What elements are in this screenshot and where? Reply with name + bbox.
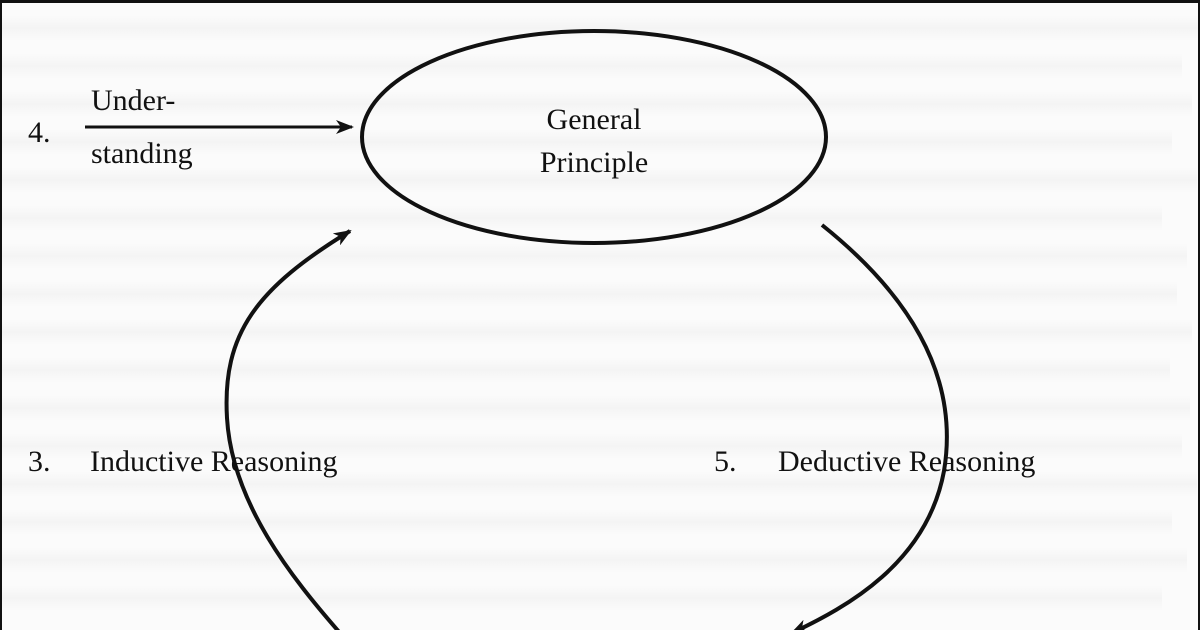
background-line xyxy=(2,205,1162,231)
background-line xyxy=(2,243,1187,269)
background-line xyxy=(2,15,1198,41)
faint-background-text xyxy=(2,3,1198,630)
background-line xyxy=(2,91,1192,117)
general-principle-label-line-1: General xyxy=(547,103,642,136)
background-line xyxy=(2,509,1172,535)
understanding-number: 4. xyxy=(28,116,51,149)
background-line xyxy=(2,167,1197,193)
general-principle-node xyxy=(360,29,828,245)
background-line xyxy=(2,53,1182,79)
background-line xyxy=(2,433,1182,459)
background-line xyxy=(2,319,1192,345)
understanding-label-line-1: Under- xyxy=(91,84,175,117)
deductive-reasoning-number: 5. xyxy=(714,445,737,478)
understanding-label-line-2: standing xyxy=(91,137,193,170)
background-line xyxy=(2,357,1170,383)
inductive-reasoning-number: 3. xyxy=(28,445,51,478)
deductive-reasoning-arrow xyxy=(790,223,949,630)
background-line xyxy=(2,129,1172,155)
inductive-reasoning-arrow xyxy=(224,229,352,630)
general-principle-label-line-2: Principle xyxy=(540,146,648,179)
background-line xyxy=(2,395,1190,421)
background-line xyxy=(2,547,1187,573)
deductive-reasoning-label: Deductive Reasoning xyxy=(778,445,1035,478)
reasoning-cycle-diagram: General Principle 4. Under- standing 3. … xyxy=(28,29,1035,630)
background-line xyxy=(2,281,1177,307)
inductive-reasoning-label: Inductive Reasoning xyxy=(90,445,337,478)
background-line xyxy=(2,471,1197,497)
background-line xyxy=(2,585,1162,611)
